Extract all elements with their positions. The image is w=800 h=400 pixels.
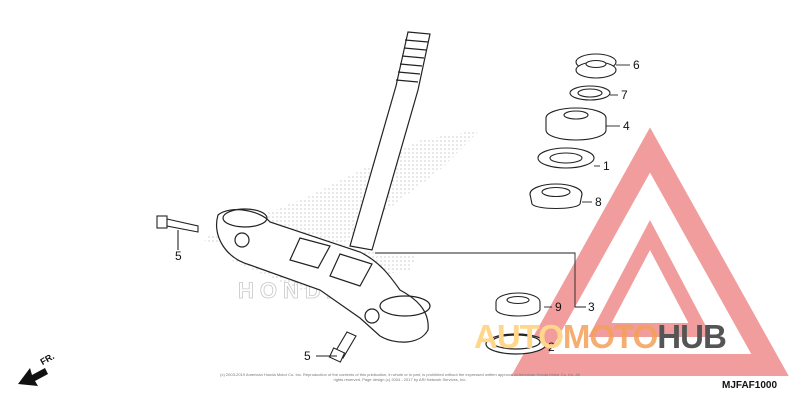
callout-2: 2	[548, 340, 555, 354]
leader-lines	[316, 64, 630, 357]
callout-3: 3	[588, 300, 595, 314]
adjusting-nut	[545, 107, 607, 141]
lock-nut	[575, 53, 617, 79]
callout-7: 7	[621, 88, 628, 102]
watermark-part-auto: AUTO	[474, 318, 564, 355]
watermark-text: AUTOMOTOHUB	[474, 318, 727, 356]
callout-1: 1	[603, 159, 610, 173]
dust-seal	[537, 147, 595, 169]
lock-washer	[569, 85, 611, 101]
callout-4: 4	[623, 119, 630, 133]
upper-bearing	[529, 183, 583, 210]
copyright-notice: (c) 2003-2019 American Honda Motor Co. I…	[220, 372, 580, 382]
watermark-triangle	[511, 127, 789, 376]
front-direction-arrow-icon	[18, 368, 48, 386]
watermark-part-hub: HUB	[657, 318, 726, 355]
pinch-bolt	[156, 215, 199, 250]
callout-6: 6	[633, 58, 640, 72]
watermark-part-moto: MOTO	[562, 318, 658, 355]
callout-9: 9	[555, 300, 562, 314]
callout-5-lower: 5	[304, 349, 311, 363]
lower-bearing	[495, 292, 541, 317]
callout-5-upper: 5	[175, 249, 182, 263]
steering-stem	[216, 31, 431, 343]
callout-8: 8	[595, 195, 602, 209]
bearing-race	[485, 333, 547, 355]
diagram-code: MJFAF1000	[722, 380, 778, 391]
lower-bolt	[328, 331, 357, 363]
